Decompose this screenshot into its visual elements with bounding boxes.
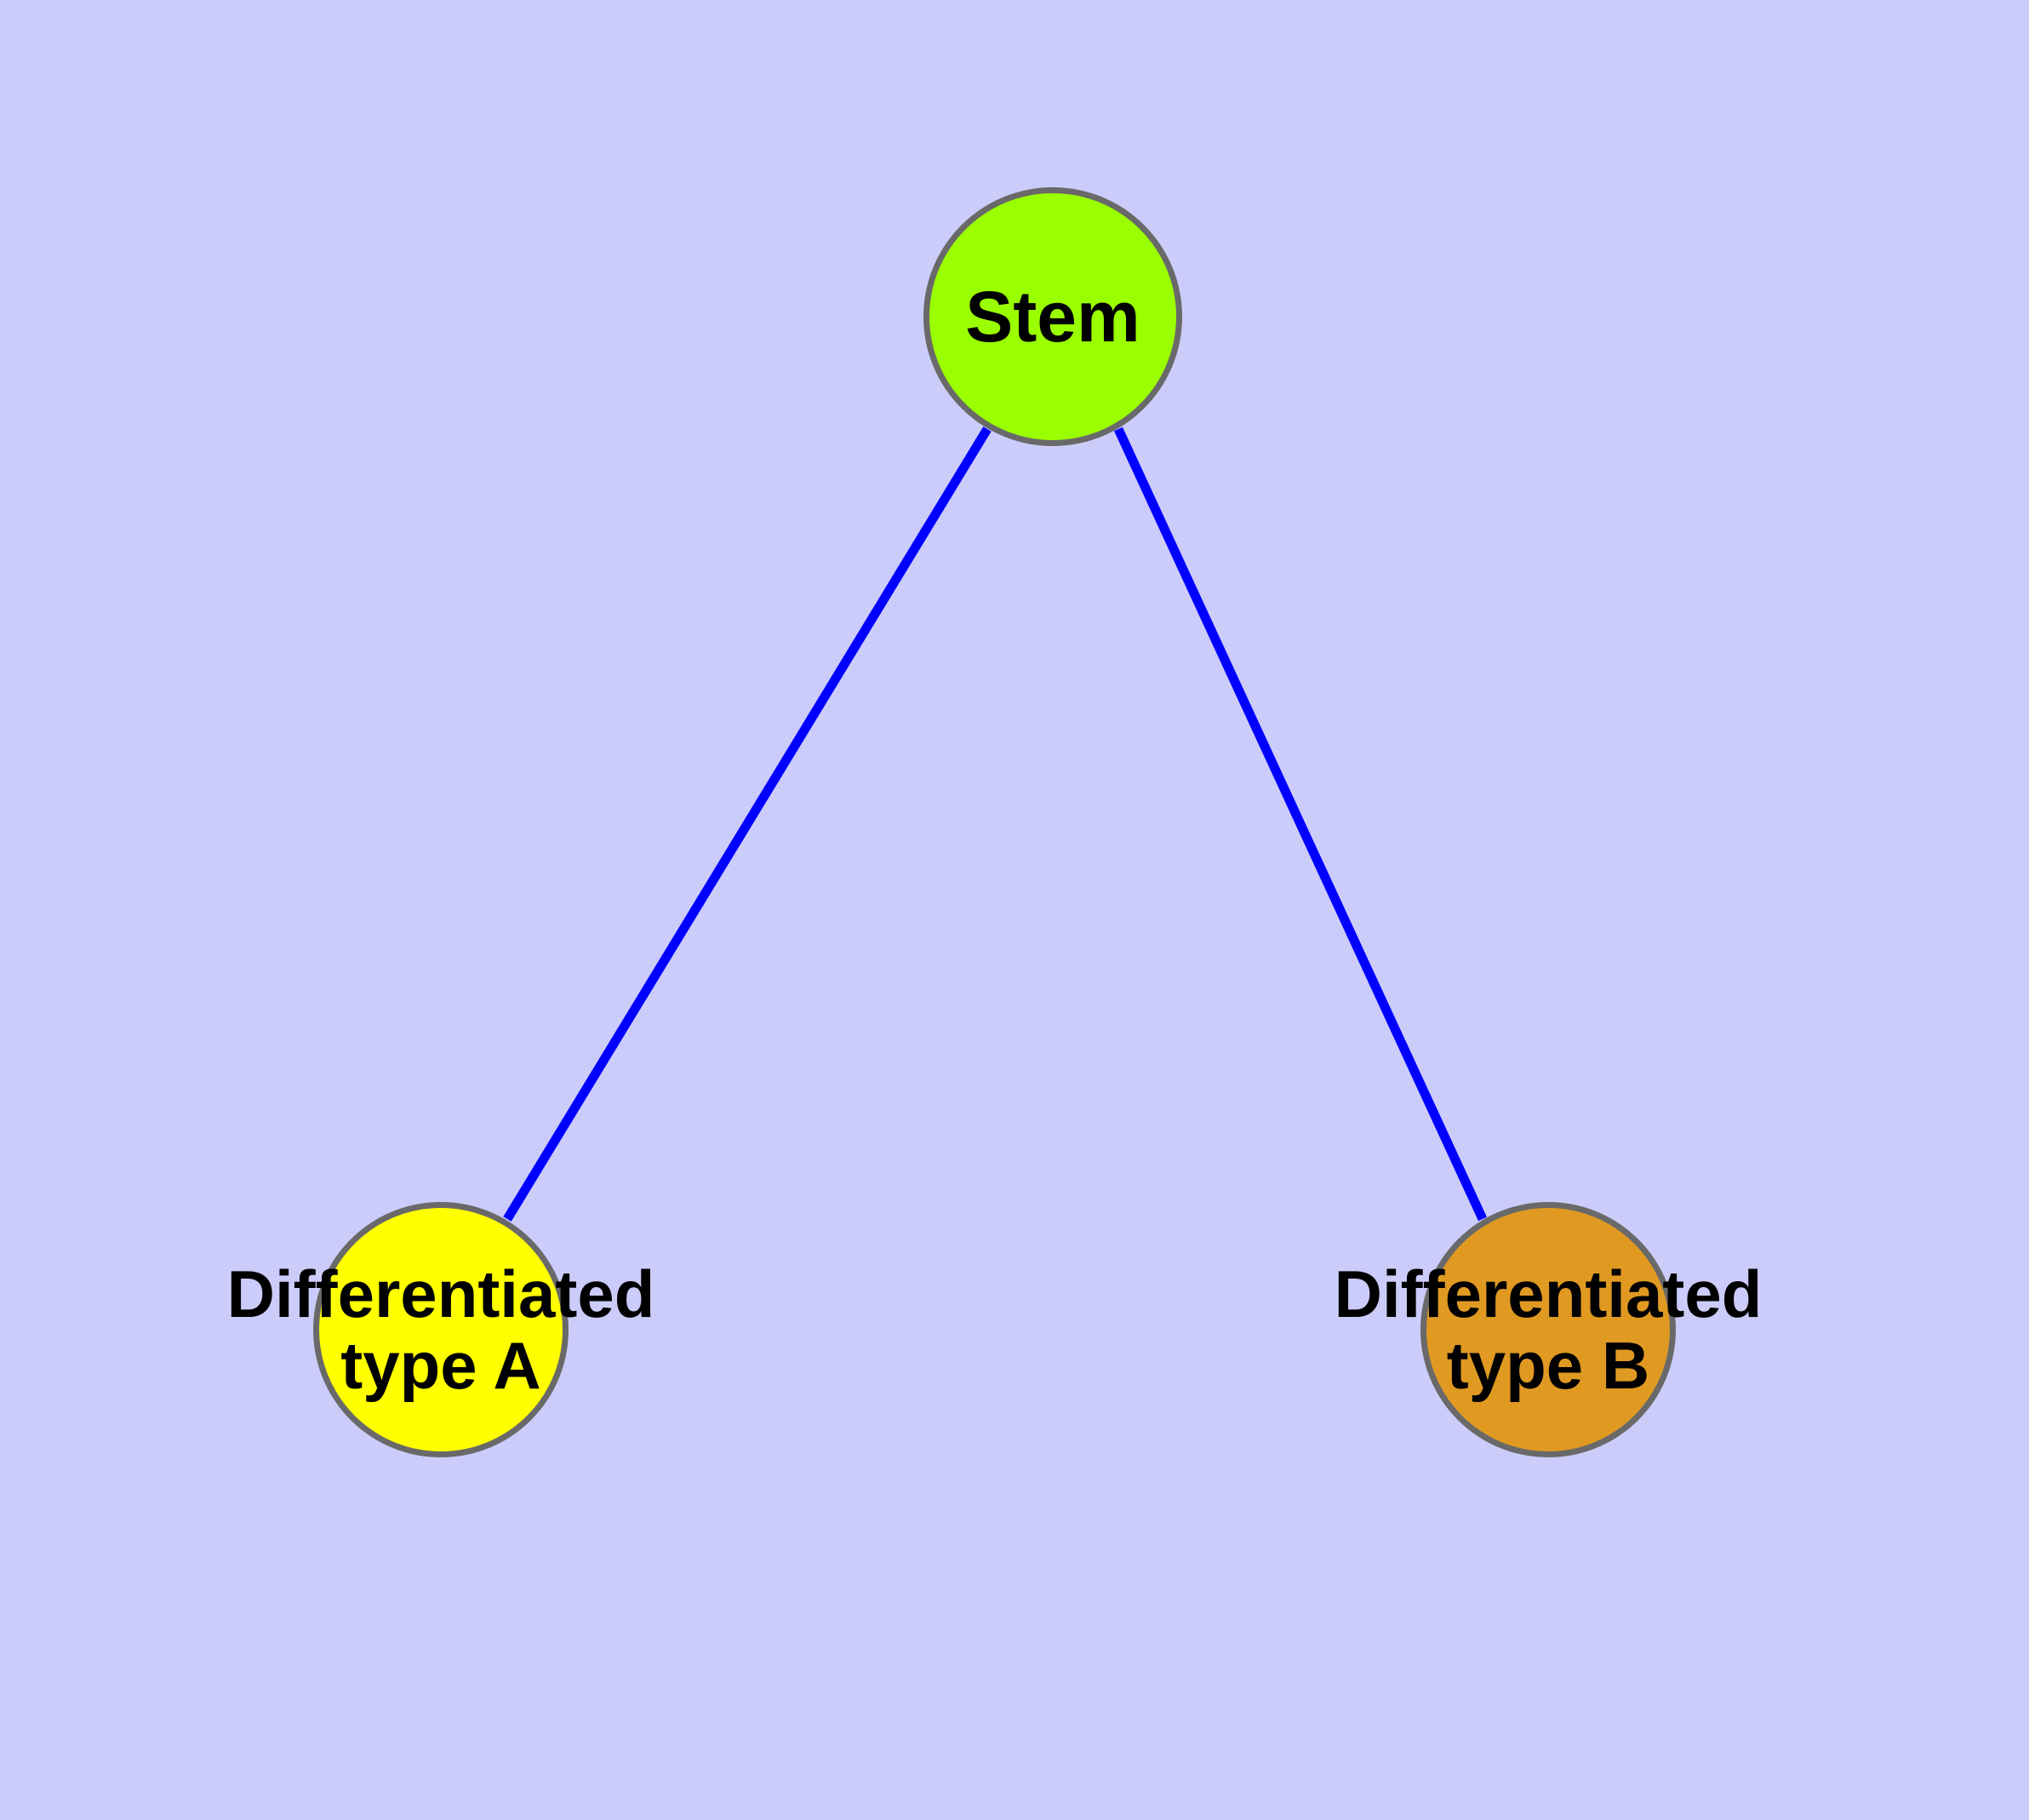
node-stem[interactable] bbox=[923, 187, 1182, 446]
edge-stem-to-differentiated-type-a bbox=[503, 426, 992, 1222]
node-differentiated-type-a[interactable] bbox=[313, 1202, 569, 1457]
edge-stem-to-differentiated-type-b bbox=[1114, 426, 1487, 1222]
node-differentiated-type-b[interactable] bbox=[1420, 1202, 1676, 1457]
